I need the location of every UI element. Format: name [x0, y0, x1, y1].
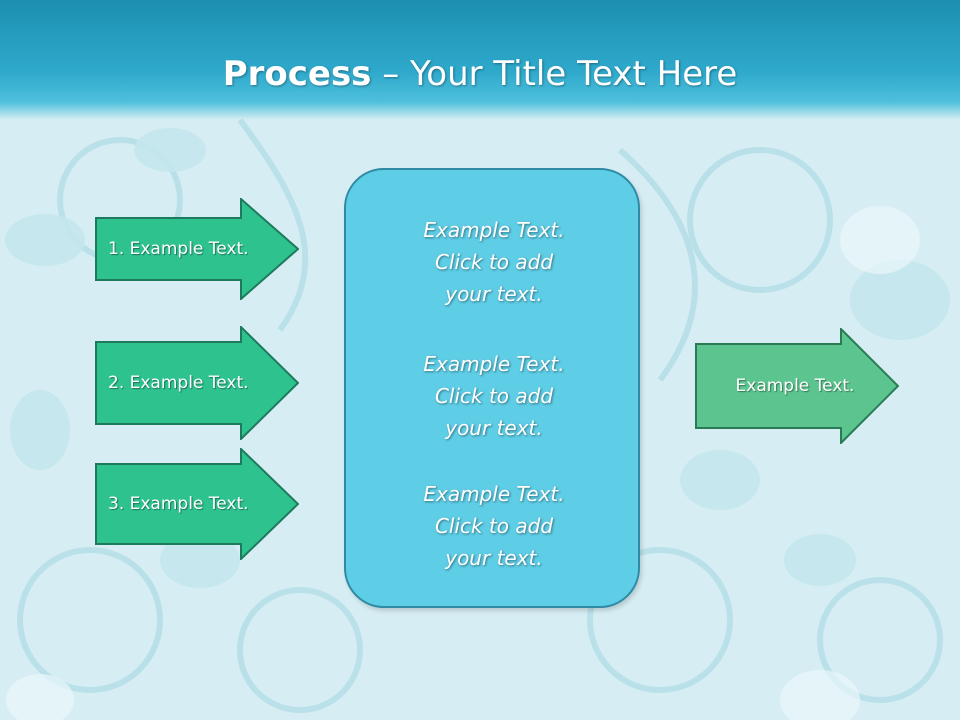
paragraph-line: Example Text. — [423, 352, 565, 376]
box-paragraph-2[interactable]: Example Text. Click to add your text. — [346, 348, 642, 444]
paragraph-line: Click to add — [434, 514, 554, 538]
arrow-label: 2. Example Text. — [108, 373, 249, 393]
arrow-label: 1. Example Text. — [108, 239, 249, 259]
process-step-arrow-2[interactable]: 2. Example Text. — [95, 326, 299, 440]
title-band — [0, 0, 960, 120]
arrow-label: 3. Example Text. — [108, 494, 249, 514]
title-rest: – Your Title Text Here — [371, 54, 738, 94]
title-bold: Process — [222, 54, 372, 94]
arrow-shape-icon — [95, 198, 299, 300]
center-text-box[interactable]: Example Text. Click to add your text. Ex… — [344, 168, 640, 608]
process-step-arrow-1[interactable]: 1. Example Text. — [95, 198, 299, 300]
paragraph-line: your text. — [445, 546, 543, 570]
result-arrow[interactable]: Example Text. — [695, 328, 899, 444]
box-paragraph-1[interactable]: Example Text. Click to add your text. — [346, 214, 642, 310]
box-paragraph-3[interactable]: Example Text. Click to add your text. — [346, 478, 642, 574]
process-step-arrow-3[interactable]: 3. Example Text. — [95, 448, 299, 560]
paragraph-line: Click to add — [434, 250, 554, 274]
paragraph-line: Example Text. — [423, 218, 565, 242]
paragraph-line: Click to add — [434, 384, 554, 408]
arrow-shape-icon — [695, 328, 899, 444]
slide-title: Process – Your Title Text Here — [0, 52, 960, 96]
arrow-shape-icon — [95, 326, 299, 440]
paragraph-line: your text. — [445, 282, 543, 306]
paragraph-line: your text. — [445, 416, 543, 440]
paragraph-line: Example Text. — [423, 482, 565, 506]
arrow-shape-icon — [95, 448, 299, 560]
arrow-label: Example Text. — [735, 376, 855, 396]
